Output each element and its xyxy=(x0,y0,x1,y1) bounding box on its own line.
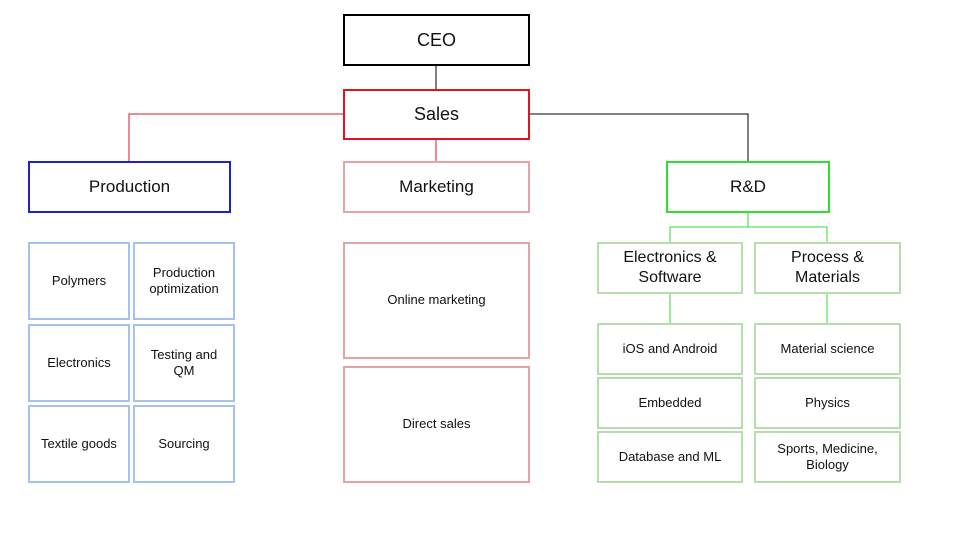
rnd-item-label: Embedded xyxy=(638,394,702,410)
sales-box: Sales xyxy=(343,89,530,140)
production-item-label: Polymers xyxy=(51,272,107,288)
marketing-item-online-marketing: Online marketing xyxy=(343,242,530,359)
rnd-group-electronics-software: Electronics & Software xyxy=(597,242,743,294)
production-item-label: Electronics xyxy=(47,354,111,370)
marketing-item-label: Direct sales xyxy=(402,416,471,432)
rnd-group-label: Electronics & Software xyxy=(623,249,717,286)
production-item-sourcing: Sourcing xyxy=(133,405,235,483)
rnd-item-label: Database and ML xyxy=(618,448,722,464)
rnd-group-process-materials: Process & Materials xyxy=(754,242,901,294)
rnd-item-label: Material science xyxy=(780,340,875,356)
production-item-textile-goods: Textile goods xyxy=(28,405,130,483)
marketing-item-direct-sales: Direct sales xyxy=(343,366,530,483)
rnd-item-physics: Physics xyxy=(754,377,901,429)
rnd-item-database-and-ml: Database and ML xyxy=(597,431,743,483)
production-item-polymers: Polymers xyxy=(28,242,130,320)
marketing-item-label: Online marketing xyxy=(387,292,486,308)
rnd-group-label: Process & Materials xyxy=(791,249,864,286)
marketing-label: Marketing xyxy=(399,177,474,197)
rnd-process-connector xyxy=(748,226,828,243)
sales-rnd-connector xyxy=(529,113,749,162)
sales-production-connector xyxy=(128,113,343,162)
rnd-label: R&D xyxy=(730,177,766,197)
production-item-testing-and-qm: Testing and QM xyxy=(133,324,235,402)
production-item-label: Sourcing xyxy=(158,435,210,451)
ceo-label: CEO xyxy=(416,29,456,50)
rnd-item-sports-medicine-biology: Sports, Medicine, Biology xyxy=(754,431,901,483)
rnd-item-embedded: Embedded xyxy=(597,377,743,429)
rnd-electronics-connector xyxy=(669,212,749,243)
production-label: Production xyxy=(88,177,171,197)
rnd-item-label: Sports, Medicine, Biology xyxy=(777,440,878,472)
rnd-box: R&D xyxy=(666,161,830,213)
production-box: Production xyxy=(28,161,231,213)
ceo-box: CEO xyxy=(343,14,530,66)
rnd-item-material-science: Material science xyxy=(754,323,901,375)
production-item-production-optimization: Production optimization xyxy=(133,242,235,320)
production-item-label: Textile goods xyxy=(41,435,117,451)
rnd-item-label: iOS and Android xyxy=(622,340,718,356)
marketing-box: Marketing xyxy=(343,161,530,213)
production-item-label: Testing and QM xyxy=(150,346,218,378)
production-item-electronics: Electronics xyxy=(28,324,130,402)
rnd-item-label: Physics xyxy=(805,394,850,410)
rnd-item-ios-and-android: iOS and Android xyxy=(597,323,743,375)
sales-label: Sales xyxy=(413,104,460,125)
production-item-label: Production optimization xyxy=(149,264,219,296)
